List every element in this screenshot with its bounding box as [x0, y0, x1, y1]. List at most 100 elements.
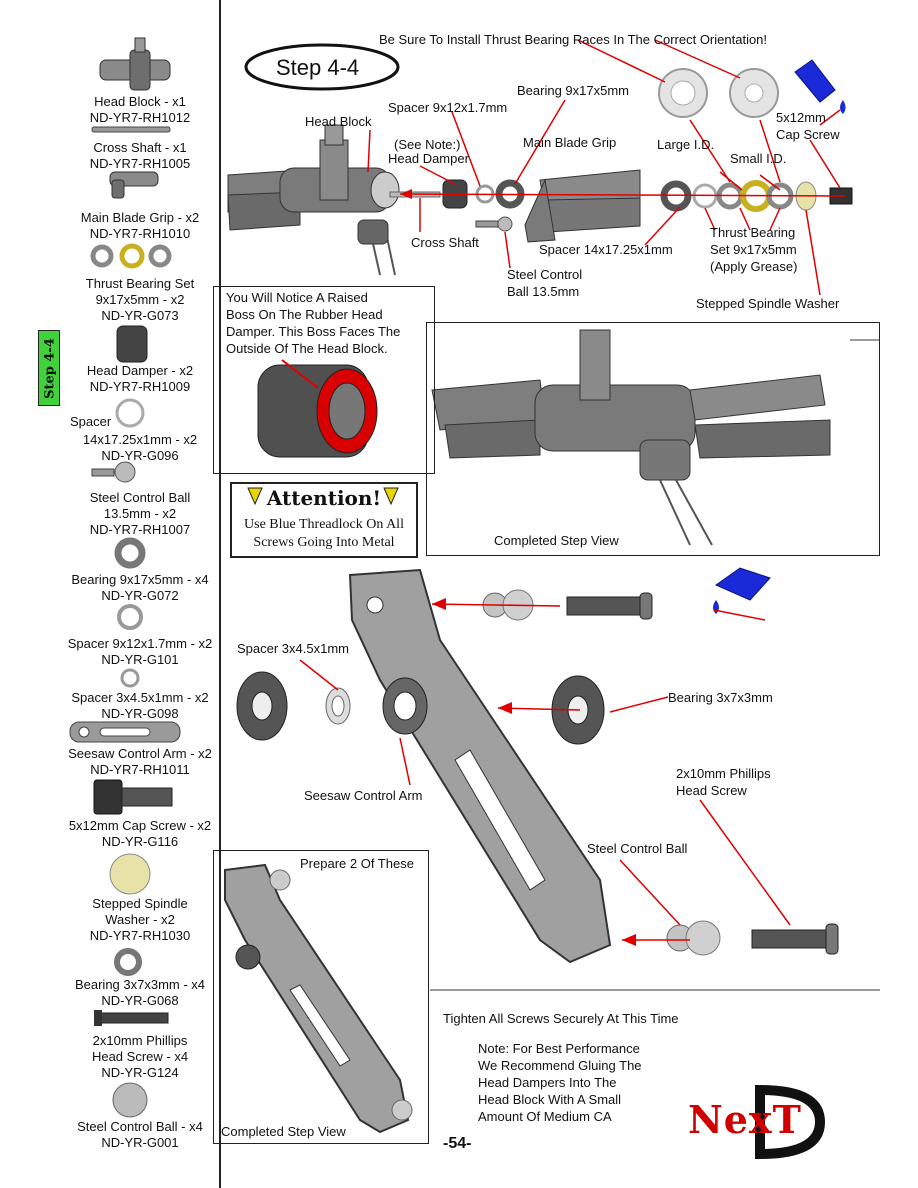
label-main-blade-grip: Main Blade Grip: [523, 135, 617, 150]
next-logo: [755, 1084, 826, 1160]
attention-body: Use Blue Threadlock On All Screws Going …: [232, 516, 416, 552]
step-title: Step 4-4: [276, 55, 360, 80]
label-thrust-1: Thrust Bearing: [710, 225, 796, 240]
arm-arrowhead-top: [432, 598, 446, 610]
label-seesaw-arm: Seesaw Control Arm: [304, 788, 423, 803]
label-spacer-9x12: Spacer 9x12x1.7mm: [388, 100, 508, 115]
prepare-box: [213, 850, 429, 1144]
label-thrust-2: Set 9x17x5mm: [710, 242, 797, 257]
arm-arrowhead-bottom: [622, 934, 636, 946]
steel-ball-small-icon: [112, 1082, 148, 1118]
notice-line-3: Damper. This Boss Faces The: [226, 324, 401, 339]
cross-shaft-icon: [91, 126, 171, 133]
tighten-note: Tighten All Screws Securely At This Time: [443, 1011, 679, 1026]
label-steel-ball-2: Ball 13.5mm: [507, 284, 580, 299]
phillips-screw-icon: [94, 1010, 169, 1026]
bearing-9x17-icon: [114, 537, 146, 569]
notice-line-1: You Will Notice A Raised: [226, 290, 368, 305]
label-phillips-2: Head Screw: [676, 783, 747, 798]
completed-view-box-top: [426, 322, 880, 556]
spacer-14-icon: [115, 398, 145, 428]
step-title-ellipse: [244, 43, 400, 91]
footer-note-3: Head Dampers Into The: [478, 1075, 617, 1090]
spindle-washer-icon: [109, 853, 151, 895]
completed-arm-drawing: [224, 863, 413, 1134]
attention-box: Attention! Use Blue Threadlock On All Sc…: [230, 482, 418, 558]
completed-head-drawing: [431, 329, 831, 546]
label-cap-screw-2: Cap Screw: [776, 127, 840, 142]
part-spacer-14-label: Spacer: [70, 414, 112, 429]
warning-icon: [247, 487, 399, 506]
steel-ball-icon: [91, 461, 136, 483]
thrust-bearing-set-icon: [90, 243, 172, 269]
step-tab: Step 4-4: [38, 330, 60, 406]
blade-grip-icon: [109, 171, 159, 199]
completed-view-caption-top: Completed Step View: [494, 533, 619, 548]
label-phillips-1: 2x10mm Phillips: [676, 766, 771, 781]
arm-leader-lines: [299, 603, 791, 941]
label-spindle-washer: Stepped Spindle Washer: [696, 296, 840, 311]
label-head-block: Head Block: [305, 114, 372, 129]
label-spacer-3x45: Spacer 3x4.5x1mm: [237, 641, 349, 656]
label-large-id: Large I.D.: [657, 137, 715, 152]
arm-arrowhead-mid: [498, 702, 512, 714]
label-bearing-9x17: Bearing 9x17x5mm: [517, 83, 629, 98]
arm-parts-drawing: [236, 567, 839, 956]
notice-box: [213, 286, 435, 474]
label-spacer-14: Spacer 14x17.25x1mm: [539, 242, 673, 257]
attention-title: Attention!: [266, 486, 382, 510]
damper-closeup-drawing: [257, 359, 378, 458]
footer-note-5: Amount Of Medium CA: [478, 1109, 612, 1124]
label-head-damper: Head Damper: [388, 151, 469, 166]
label-small-id: Small I.D.: [730, 151, 787, 166]
main-blade-grip-drawing: [524, 169, 641, 243]
top-leader-lines: [367, 39, 846, 296]
page-number: -54-: [443, 1135, 472, 1152]
notice-line-2: Boss On The Rubber Head: [226, 307, 383, 322]
threadlock-bottle-icon: [794, 59, 846, 114]
sidebar-divider: [219, 0, 221, 1188]
footer-note-2: We Recommend Gluing The: [478, 1058, 642, 1073]
attention-line-1: Use Blue Threadlock On All: [244, 517, 404, 532]
label-see-note: (See Note:): [394, 137, 461, 152]
label-thrust-3: (Apply Grease): [710, 259, 798, 274]
next-logo-text: NexT: [688, 1097, 802, 1142]
prepare-caption: Completed Step View: [221, 1124, 346, 1139]
spacer-9x12-icon: [117, 604, 143, 630]
spacer-3x45-icon: [120, 668, 140, 688]
prepare-title: Prepare 2 Of These: [300, 856, 414, 871]
bearing-3x7-icon: [114, 948, 142, 976]
sidebar-part-icons: [69, 37, 181, 1118]
label-arm-steel-ball: Steel Control Ball: [587, 841, 688, 856]
label-cap-screw-1: 5x12mm: [776, 110, 826, 125]
head-block-assembly-drawing: [227, 124, 400, 276]
label-bearing-3x7: Bearing 3x7x3mm: [668, 690, 773, 705]
footer-note-4: Head Block With A Small: [478, 1092, 622, 1107]
head-block-icon: [99, 37, 171, 91]
seesaw-arm-drawing: [348, 568, 612, 964]
orientation-note: Be Sure To Install Thrust Bearing Races …: [379, 32, 768, 47]
notice-line-4: Outside Of The Head Block.: [226, 341, 388, 356]
cap-screw-icon: [93, 779, 173, 815]
steel-control-ball-drawing: [475, 216, 513, 232]
footer-note-1: Note: For Best Performance: [478, 1041, 640, 1056]
label-cross-shaft: Cross Shaft: [411, 235, 479, 250]
attention-line-2: Screws Going Into Metal: [253, 535, 395, 550]
head-damper-icon: [116, 325, 148, 363]
